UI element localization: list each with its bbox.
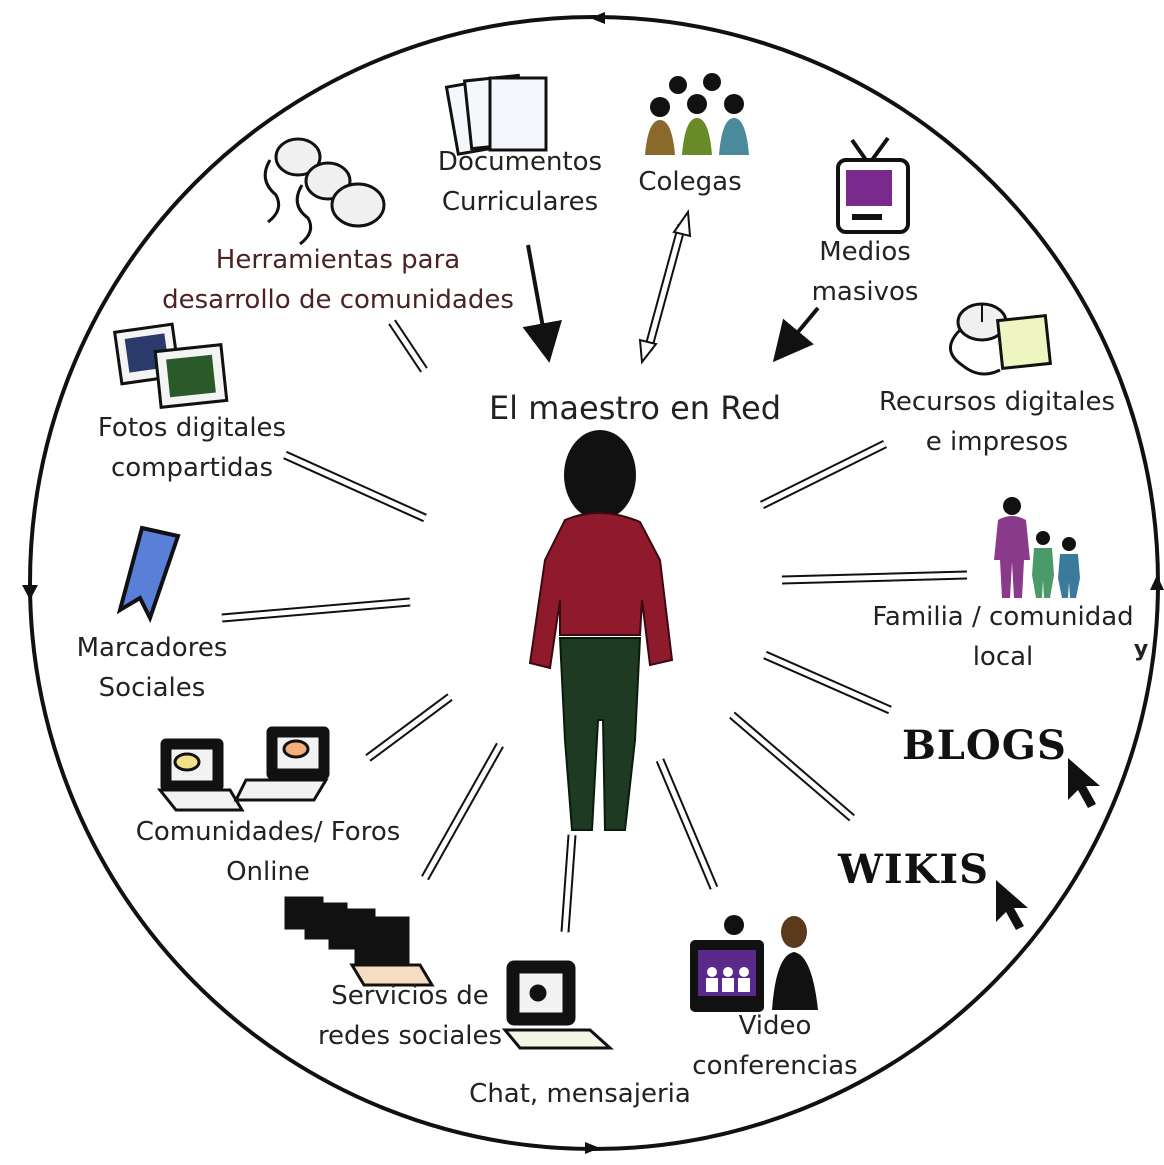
arrow-herramientas: [388, 319, 428, 373]
node-herramientas: Herramientas para desarrollo de comunida…: [138, 240, 538, 320]
node-documentos: Documentos Curriculares: [420, 142, 620, 222]
node-familia-line1: Familia / comunidad: [872, 602, 1134, 632]
connection-arrows: [221, 209, 968, 933]
node-herramientas-line2: desarrollo de comunidades: [162, 285, 514, 315]
cursor-icon: [1068, 758, 1100, 808]
node-servicios: Servicios de redes sociales: [300, 976, 520, 1056]
cycle-circle: [22, 12, 1164, 1154]
node-wikis-text: WIKIS: [838, 846, 989, 893]
node-medios: Medios masivos: [795, 232, 935, 312]
tv-icon: [836, 136, 910, 234]
family-icon: [994, 497, 1080, 598]
colleagues-icon: [645, 73, 749, 155]
node-comunidades-line2: Online: [226, 857, 310, 887]
node-documentos-line1: Documentos: [437, 147, 603, 177]
node-recursos-line1: Recursos digitales: [879, 387, 1115, 417]
node-documentos-line2: Curriculares: [441, 187, 599, 217]
shirt-shape: [528, 511, 674, 670]
node-chat: Chat, mensajeria: [450, 1074, 710, 1114]
arrow-servicios: [421, 742, 504, 881]
head-shape: [564, 430, 636, 520]
cycle-arrow-left-icon: [22, 585, 38, 600]
node-fotos-line2: compartidas: [110, 453, 274, 483]
node-comunidades: Comunidades/ Foros Online: [108, 812, 428, 892]
node-familia: Familia / comunidad local: [858, 597, 1148, 677]
node-medios-line1: Medios: [819, 237, 911, 267]
videoconference-icon: [690, 915, 818, 1012]
node-marcadores-line1: Marcadores: [76, 633, 228, 663]
node-video-line1: Video: [738, 1011, 812, 1041]
arrow-familia: [781, 570, 968, 585]
arrow-fotos: [283, 450, 427, 523]
node-blogs: BLOGS: [902, 726, 1082, 766]
arrow-comunidades: [365, 693, 453, 762]
node-blogs-text: BLOGS: [902, 722, 1067, 769]
arrow-medios: [772, 306, 820, 363]
node-video-line2: conferencias: [692, 1051, 858, 1081]
arrow-blogs: [763, 650, 892, 715]
node-video: Video conferencias: [680, 1006, 870, 1086]
computers-icon: [284, 896, 435, 987]
center-title: El maestro en Red: [470, 388, 800, 428]
arrow-documentos: [522, 244, 562, 363]
arrow-recursos: [760, 439, 887, 510]
arrow-wikis: [729, 711, 855, 822]
node-colegas: Colegas: [625, 162, 755, 202]
arrow-colegas: [638, 209, 692, 365]
bookmark-icon: [116, 525, 181, 624]
arrow-marcadores: [221, 597, 411, 623]
node-recursos-line2: e impresos: [925, 427, 1069, 457]
node-herramientas-line1: Herramientas para: [215, 245, 461, 275]
herramientas-icon: [263, 137, 386, 246]
node-fotos-line1: Fotos digitales: [97, 413, 287, 443]
node-familia-extra-text: y: [1133, 637, 1149, 662]
node-servicios-line2: redes sociales: [317, 1021, 503, 1051]
node-medios-line2: masivos: [811, 277, 919, 307]
node-recursos: Recursos digitales e impresos: [862, 382, 1132, 462]
node-marcadores-line2: Sociales: [98, 673, 206, 703]
arrow-chat: [560, 834, 577, 933]
teacher-figure: [528, 430, 674, 831]
node-comunidades-line1: Comunidades/ Foros: [135, 817, 401, 847]
node-marcadores: Marcadores Sociales: [52, 628, 252, 708]
documents-icon: [444, 73, 548, 156]
node-wikis: WIKIS: [838, 850, 1018, 890]
cycle-arrow-bottom-icon: [585, 1142, 600, 1154]
node-colegas-line1: Colegas: [638, 167, 742, 197]
node-servicios-line1: Servicios de: [331, 981, 489, 1011]
mouse-icon: [949, 302, 1053, 376]
cursor-icon: [996, 880, 1028, 930]
laptops-chat-icon: [156, 726, 330, 812]
cycle-arrow-top-icon: [590, 12, 605, 24]
node-familia-line2: local: [972, 642, 1034, 672]
node-fotos: Fotos digitales compartidas: [82, 408, 302, 488]
center-title-text: El maestro en Red: [488, 389, 782, 427]
node-chat-line1: Chat, mensajeria: [469, 1079, 691, 1109]
laptop-chat-icon: [501, 960, 614, 1050]
cycle-arrow-right-icon: [1150, 575, 1164, 590]
node-familia-extra: y: [1126, 630, 1156, 670]
arrow-video: [655, 758, 719, 890]
photos-icon: [112, 322, 229, 409]
pants-shape: [558, 637, 642, 831]
